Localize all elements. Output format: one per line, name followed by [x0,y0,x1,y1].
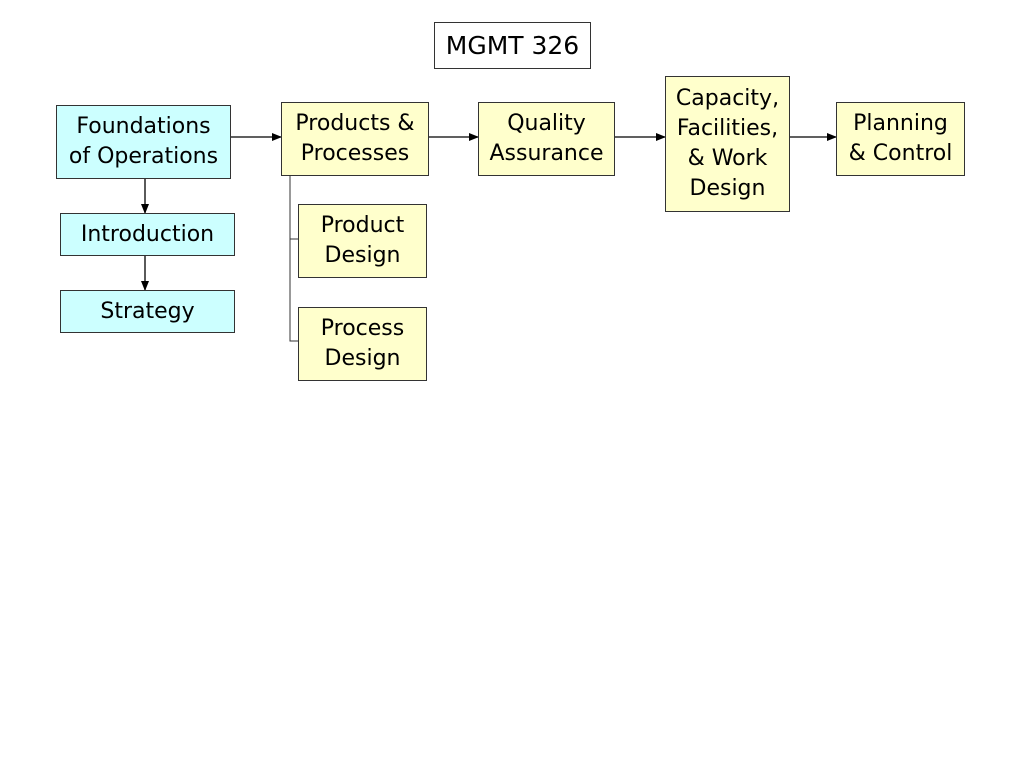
capacity-facilities-work-design-box: Capacity, Facilities, & Work Design [665,76,790,212]
products-processes-box: Products & Processes [281,102,429,176]
strategy-box: Strategy [60,290,235,333]
bracket-products-subtopics [289,176,298,342]
planning-control-box: Planning & Control [836,102,965,176]
quality-assurance-box: Quality Assurance [478,102,615,176]
process-design-box: Process Design [298,307,427,381]
product-design-box: Product Design [298,204,427,278]
introduction-box: Introduction [60,213,235,256]
course-title: MGMT 326 [434,22,591,69]
foundations-box: Foundations of Operations [56,105,231,179]
